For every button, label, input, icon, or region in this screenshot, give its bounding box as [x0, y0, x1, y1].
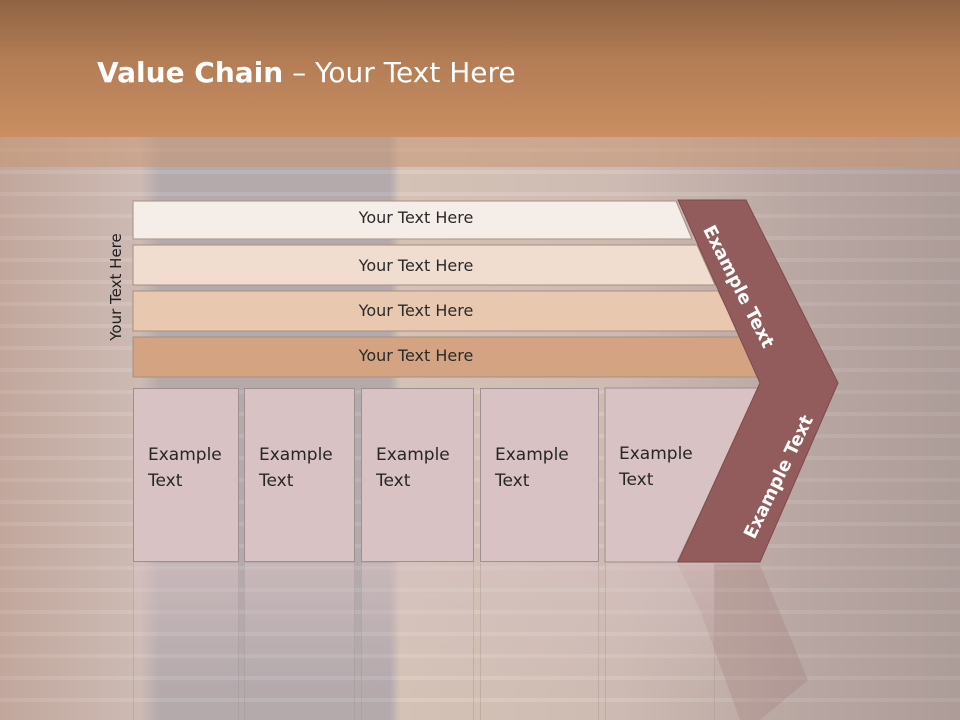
slide-title: Value Chain – Your Text Here: [97, 56, 516, 89]
bar-2-label: Your Text Here: [358, 256, 474, 275]
box-3-line2: Text: [376, 471, 411, 491]
box-2-line2: Text: [259, 471, 294, 491]
bar-2[interactable]: [132, 244, 716, 286]
title-bar: [0, 0, 960, 137]
box-4-reflection: [480, 563, 599, 720]
bar-3-label: Your Text Here: [358, 301, 474, 320]
box-2-reflection: [244, 563, 355, 720]
box-1-reflection: [133, 563, 239, 720]
box-3-line1: Example: [376, 445, 450, 465]
slide-title-rest: – Your Text Here: [283, 56, 516, 89]
box-5-reflection: [605, 563, 715, 720]
box-3-reflection: [361, 563, 474, 720]
box-5-line2: Text: [619, 470, 654, 490]
bar-1[interactable]: [132, 200, 693, 240]
box-1-line2: Text: [148, 471, 183, 491]
bar-4-label: Your Text Here: [358, 346, 474, 365]
slide-title-bold: Value Chain: [97, 56, 284, 89]
box-1-line1: Example: [148, 445, 222, 465]
title-bar-band: [0, 137, 960, 167]
box-4-line2: Text: [495, 471, 530, 491]
box-4-line1: Example: [495, 445, 569, 465]
box-5[interactable]: [604, 387, 761, 563]
bar-1-label: Your Text Here: [358, 208, 474, 227]
chevron-arrow[interactable]: [677, 199, 839, 563]
box-2-line1: Example: [259, 445, 333, 465]
box-5-line1: Example: [619, 444, 693, 464]
